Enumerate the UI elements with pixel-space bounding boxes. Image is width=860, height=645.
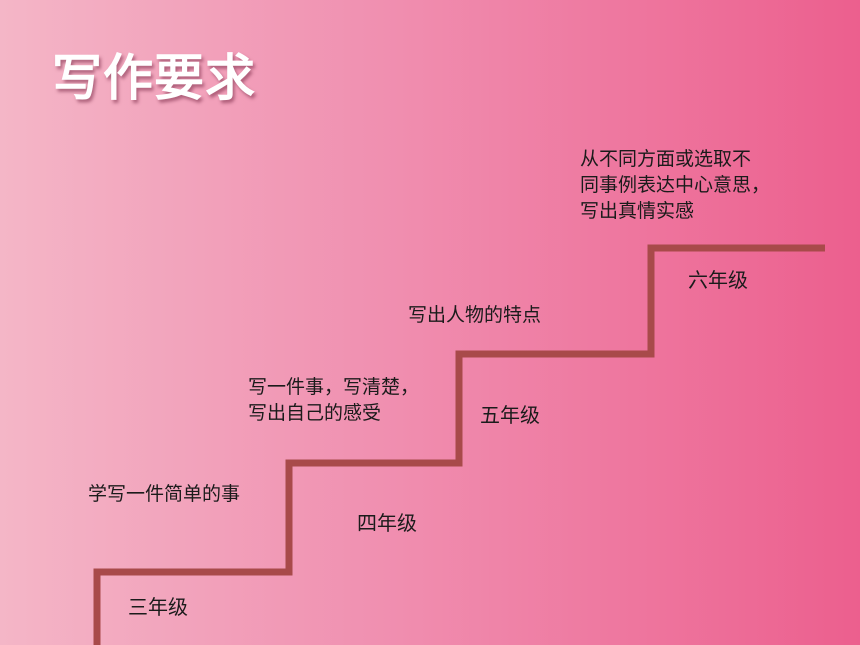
grade-label-5: 五年级 <box>480 403 540 427</box>
requirement-grade-3: 学写一件简单的事 <box>88 481 240 507</box>
requirement-grade-6: 从不同方面或选取不 同事例表达中心意思， 写出真情实感 <box>580 146 770 224</box>
grade-label-4: 四年级 <box>357 511 417 535</box>
requirement-grade-5: 写出人物的特点 <box>408 302 541 328</box>
staircase-line <box>93 244 825 645</box>
grade-label-6: 六年级 <box>688 268 748 292</box>
grade-label-3: 三年级 <box>128 595 188 619</box>
requirement-line: 学写一件简单的事 <box>88 483 241 505</box>
slide-title: 写作要求 <box>52 49 256 107</box>
requirement-line: 从不同方面或选取不 <box>580 148 752 170</box>
requirement-grade-4: 写一件事，写清楚， 写出自己的感受 <box>248 374 419 426</box>
requirement-line: 同事例表达中心意思， <box>580 174 771 196</box>
requirement-line: 写出人物的特点 <box>408 304 542 326</box>
requirement-line: 写出自己的感受 <box>248 402 382 424</box>
requirement-line: 写一件事，写清楚， <box>248 376 420 398</box>
requirement-line: 写出真情实感 <box>580 200 695 222</box>
